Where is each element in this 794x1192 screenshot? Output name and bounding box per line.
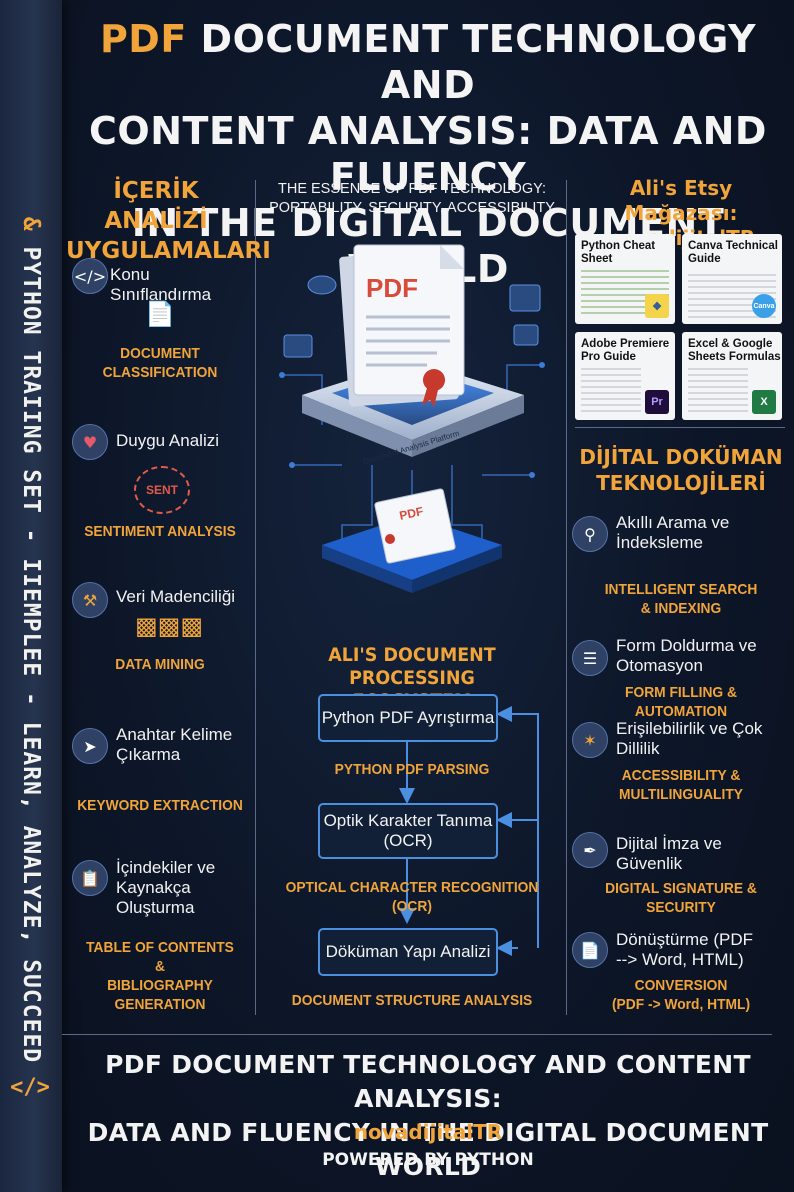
left-item-label-3: Veri Madenciliği	[116, 587, 236, 606]
pickaxe-icon: ⚒	[72, 582, 108, 618]
product-card-excel[interactable]: Excel & Google Sheets Formulas X	[682, 332, 782, 420]
right-item-en-5: CONVERSION (PDF -> Word, HTML)	[611, 977, 751, 1013]
flow-arrows	[399, 706, 539, 956]
book-spine: & PYTHON TRAIING SET - IIEMPLEE - LEARN,…	[0, 0, 62, 1192]
canva-logo-icon: Canva	[752, 294, 776, 318]
network-icon: ✶	[572, 722, 608, 758]
product-card-canva[interactable]: Canva Technical Guide Canva	[682, 234, 782, 324]
clipboard-icon: 📋	[72, 860, 108, 896]
code-icon: </>	[10, 1075, 50, 1100]
left-heading: İÇERİK ANALİZİ UYGULAMALARI	[66, 178, 271, 264]
flow-box-structure: Döküman Yapı Analizi	[318, 928, 498, 976]
pdf-small-label: PDF	[398, 504, 424, 523]
python-logo-icon: ❖	[645, 294, 669, 318]
excel-logo-icon: X	[752, 390, 776, 414]
right-item-en-1: INTELLIGENT SEARCH & INDEXING	[604, 581, 758, 617]
bar-chart-icon: ▩▩▩	[135, 612, 204, 640]
magnifier-icon: ⚲	[572, 516, 608, 552]
rocket-icon: ➤	[72, 728, 108, 764]
right-item-label-3: Erişilebilirlik ve Çok Dillilik	[616, 719, 763, 758]
column-divider-right	[566, 180, 567, 1015]
footer-divider	[62, 1034, 772, 1035]
left-item-label-2: Duygu Analizi	[116, 431, 220, 450]
left-item-label-1: Konu Sınıflandırma	[110, 265, 212, 304]
right-item-label-4: Dijital İmza ve Güvenlik	[616, 834, 722, 873]
left-item-en-1: DOCUMENT CLASSIFICATION	[102, 345, 218, 381]
footer-brand: novadijitalTR	[353, 1120, 503, 1144]
left-item-en-4: KEYWORD EXTRACTION	[77, 797, 243, 814]
form-icon: ☰	[572, 640, 608, 676]
left-item-en-5: TABLE OF CONTENTS & BIBLIOGRAPHY GENERAT…	[86, 939, 234, 1013]
flow-en-ocr: OPTICAL CHARACTER RECOGNITION (OCR)	[285, 879, 539, 915]
left-item-label-5: İçindekiler ve Kaynakça Oluşturma	[116, 858, 216, 917]
product-card-python[interactable]: Python Cheat Sheet ❖	[575, 234, 675, 324]
pdf-label: PDF	[366, 273, 418, 303]
flow-en-structure: DOCUMENT STRUCTURE ANALYSIS	[291, 992, 533, 1009]
pen-icon: ✒	[572, 832, 608, 868]
flow-box-pdf-parsing: Python PDF Ayrıştırma	[318, 694, 498, 742]
right-heading: DİJİTAL DOKÜMAN TEKNOLOJİLERİ	[579, 445, 783, 495]
flow-en-pdf-parsing: PYTHON PDF PARSING	[334, 761, 490, 778]
right-section-divider	[575, 427, 785, 428]
code-icon: </>	[72, 258, 108, 294]
sentiment-cycle-icon: SENT	[134, 466, 190, 514]
right-item-en-4: DIGITAL SIGNATURE & SECURITY	[605, 880, 757, 916]
column-divider-left	[255, 180, 256, 1015]
document-icon: 📄	[145, 300, 175, 328]
pdf-platform-illustration: PDF Document Analysis Platform PDF	[279, 244, 545, 593]
center-heading: THE ESSENCE OF PDF TECHNOLOGY: PORTABILI…	[269, 181, 555, 216]
flow-box-ocr: Optik Karakter Tanıma (OCR)	[318, 803, 498, 859]
right-item-label-5: Dönüştürme (PDF --> Word, HTML)	[616, 930, 753, 969]
right-item-en-3: ACCESSIBILITY & MULTILINGUALITY	[619, 767, 743, 803]
footer-powered: POWERED BY PYTHON	[322, 1150, 534, 1170]
premiere-logo-icon: Pr	[645, 390, 669, 414]
left-item-en-2: SENTIMENT ANALYSIS	[84, 523, 236, 540]
heart-icon: ♥	[72, 424, 108, 460]
footer-title: PDF DOCUMENT TECHNOLOGY AND CONTENT ANAL…	[87, 1050, 769, 1181]
right-item-label-1: Akıllı Arama ve İndeksleme	[616, 513, 730, 552]
right-item-label-2: Form Doldurma ve Otomasyon	[616, 636, 757, 675]
left-item-label-4: Anahtar Kelime Çıkarma	[116, 725, 233, 764]
page-title: PDF DOCUMENT TECHNOLOGY AND CONTENT ANAL…	[89, 17, 767, 291]
right-item-en-2: FORM FILLING & AUTOMATION	[625, 684, 737, 720]
product-card-premiere[interactable]: Adobe Premiere Pro Guide Pr	[575, 332, 675, 420]
document-icon: 📄	[572, 932, 608, 968]
left-item-en-3: DATA MINING	[115, 656, 205, 673]
spine-title: & PYTHON TRAIING SET - IIEMPLEE - LEARN,…	[18, 216, 44, 1064]
